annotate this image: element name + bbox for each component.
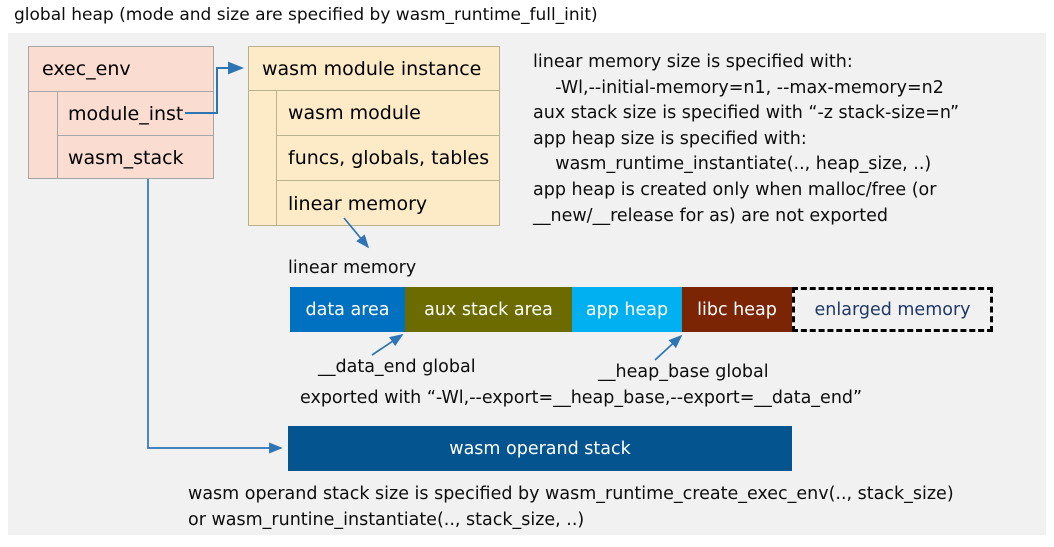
annotation-data-end: __data_end global <box>318 357 476 377</box>
annotation-heap-base: __heap_base global <box>598 362 769 382</box>
annotation-exported-with: exported with “-Wl,--export=__heap_base,… <box>300 388 863 408</box>
exec-env-header: exec_env <box>29 47 213 92</box>
exec-env-field-wasm-stack: wasm_stack <box>68 147 184 169</box>
page-title: global heap (mode and size are specified… <box>14 5 598 25</box>
memory-segment-enlarged-memory: enlarged memory <box>792 287 993 332</box>
operand-stack-note: wasm operand stack size is specified by … <box>188 484 954 530</box>
memory-segment-aux-stack-area: aux stack area <box>405 287 572 332</box>
wasm-operand-stack-box: wasm operand stack <box>288 426 792 471</box>
module-instance-field-linear-memory: linear memory <box>288 192 428 215</box>
configuration-notes: linear memory size is specified with: -W… <box>533 52 960 226</box>
module-instance-header: wasm module instance <box>249 47 499 91</box>
linear-memory-caption: linear memory <box>288 258 417 278</box>
exec-env-field-module-inst: module_inst <box>58 92 214 136</box>
module-instance-gutter <box>249 91 277 225</box>
memory-segment-data-area: data area <box>290 287 405 332</box>
memory-segment-app-heap: app heap <box>572 287 682 332</box>
module-instance-field-wasm-module: wasm module <box>277 91 499 136</box>
exec-env-gutter <box>29 92 58 179</box>
module-instance-field-funcs-globals-tables: funcs, globals, tables <box>277 136 499 181</box>
exec-env-box: exec_env module_inst wasm_stack <box>28 46 214 179</box>
wasm-module-instance-box: wasm module instance wasm module funcs, … <box>248 46 500 226</box>
memory-segment-libc-heap: libc heap <box>682 287 792 332</box>
